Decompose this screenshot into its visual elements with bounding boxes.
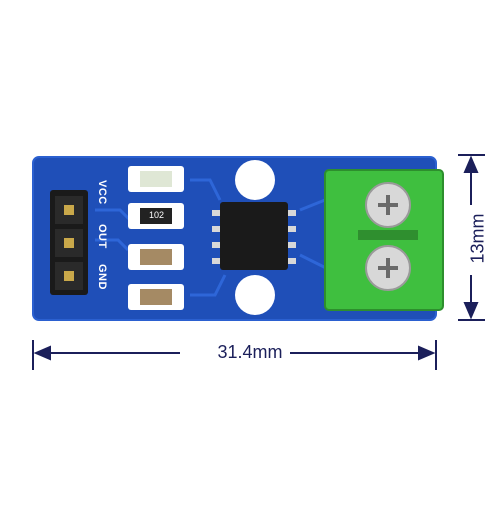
capacitor-component-2 (140, 289, 172, 305)
mounting-hole-top (235, 160, 275, 200)
resistor-code: 102 (149, 210, 165, 220)
ic-chip (212, 202, 296, 270)
width-label: 31.4mm (217, 342, 283, 362)
mounting-hole-bottom (235, 275, 275, 315)
pin-out (64, 238, 74, 248)
screw-terminal (324, 169, 444, 311)
height-dimension (458, 154, 485, 321)
pin-vcc (64, 205, 74, 215)
capacitor-component-1 (140, 249, 172, 265)
pin-label-vcc: VCC (96, 180, 108, 205)
pin-label-gnd: GND (96, 264, 108, 290)
pin-gnd (64, 271, 74, 281)
height-label: 13mm (467, 213, 488, 264)
resistor-component (140, 208, 172, 224)
width-dimension (32, 340, 437, 370)
pin-label-out: OUT (96, 224, 108, 249)
